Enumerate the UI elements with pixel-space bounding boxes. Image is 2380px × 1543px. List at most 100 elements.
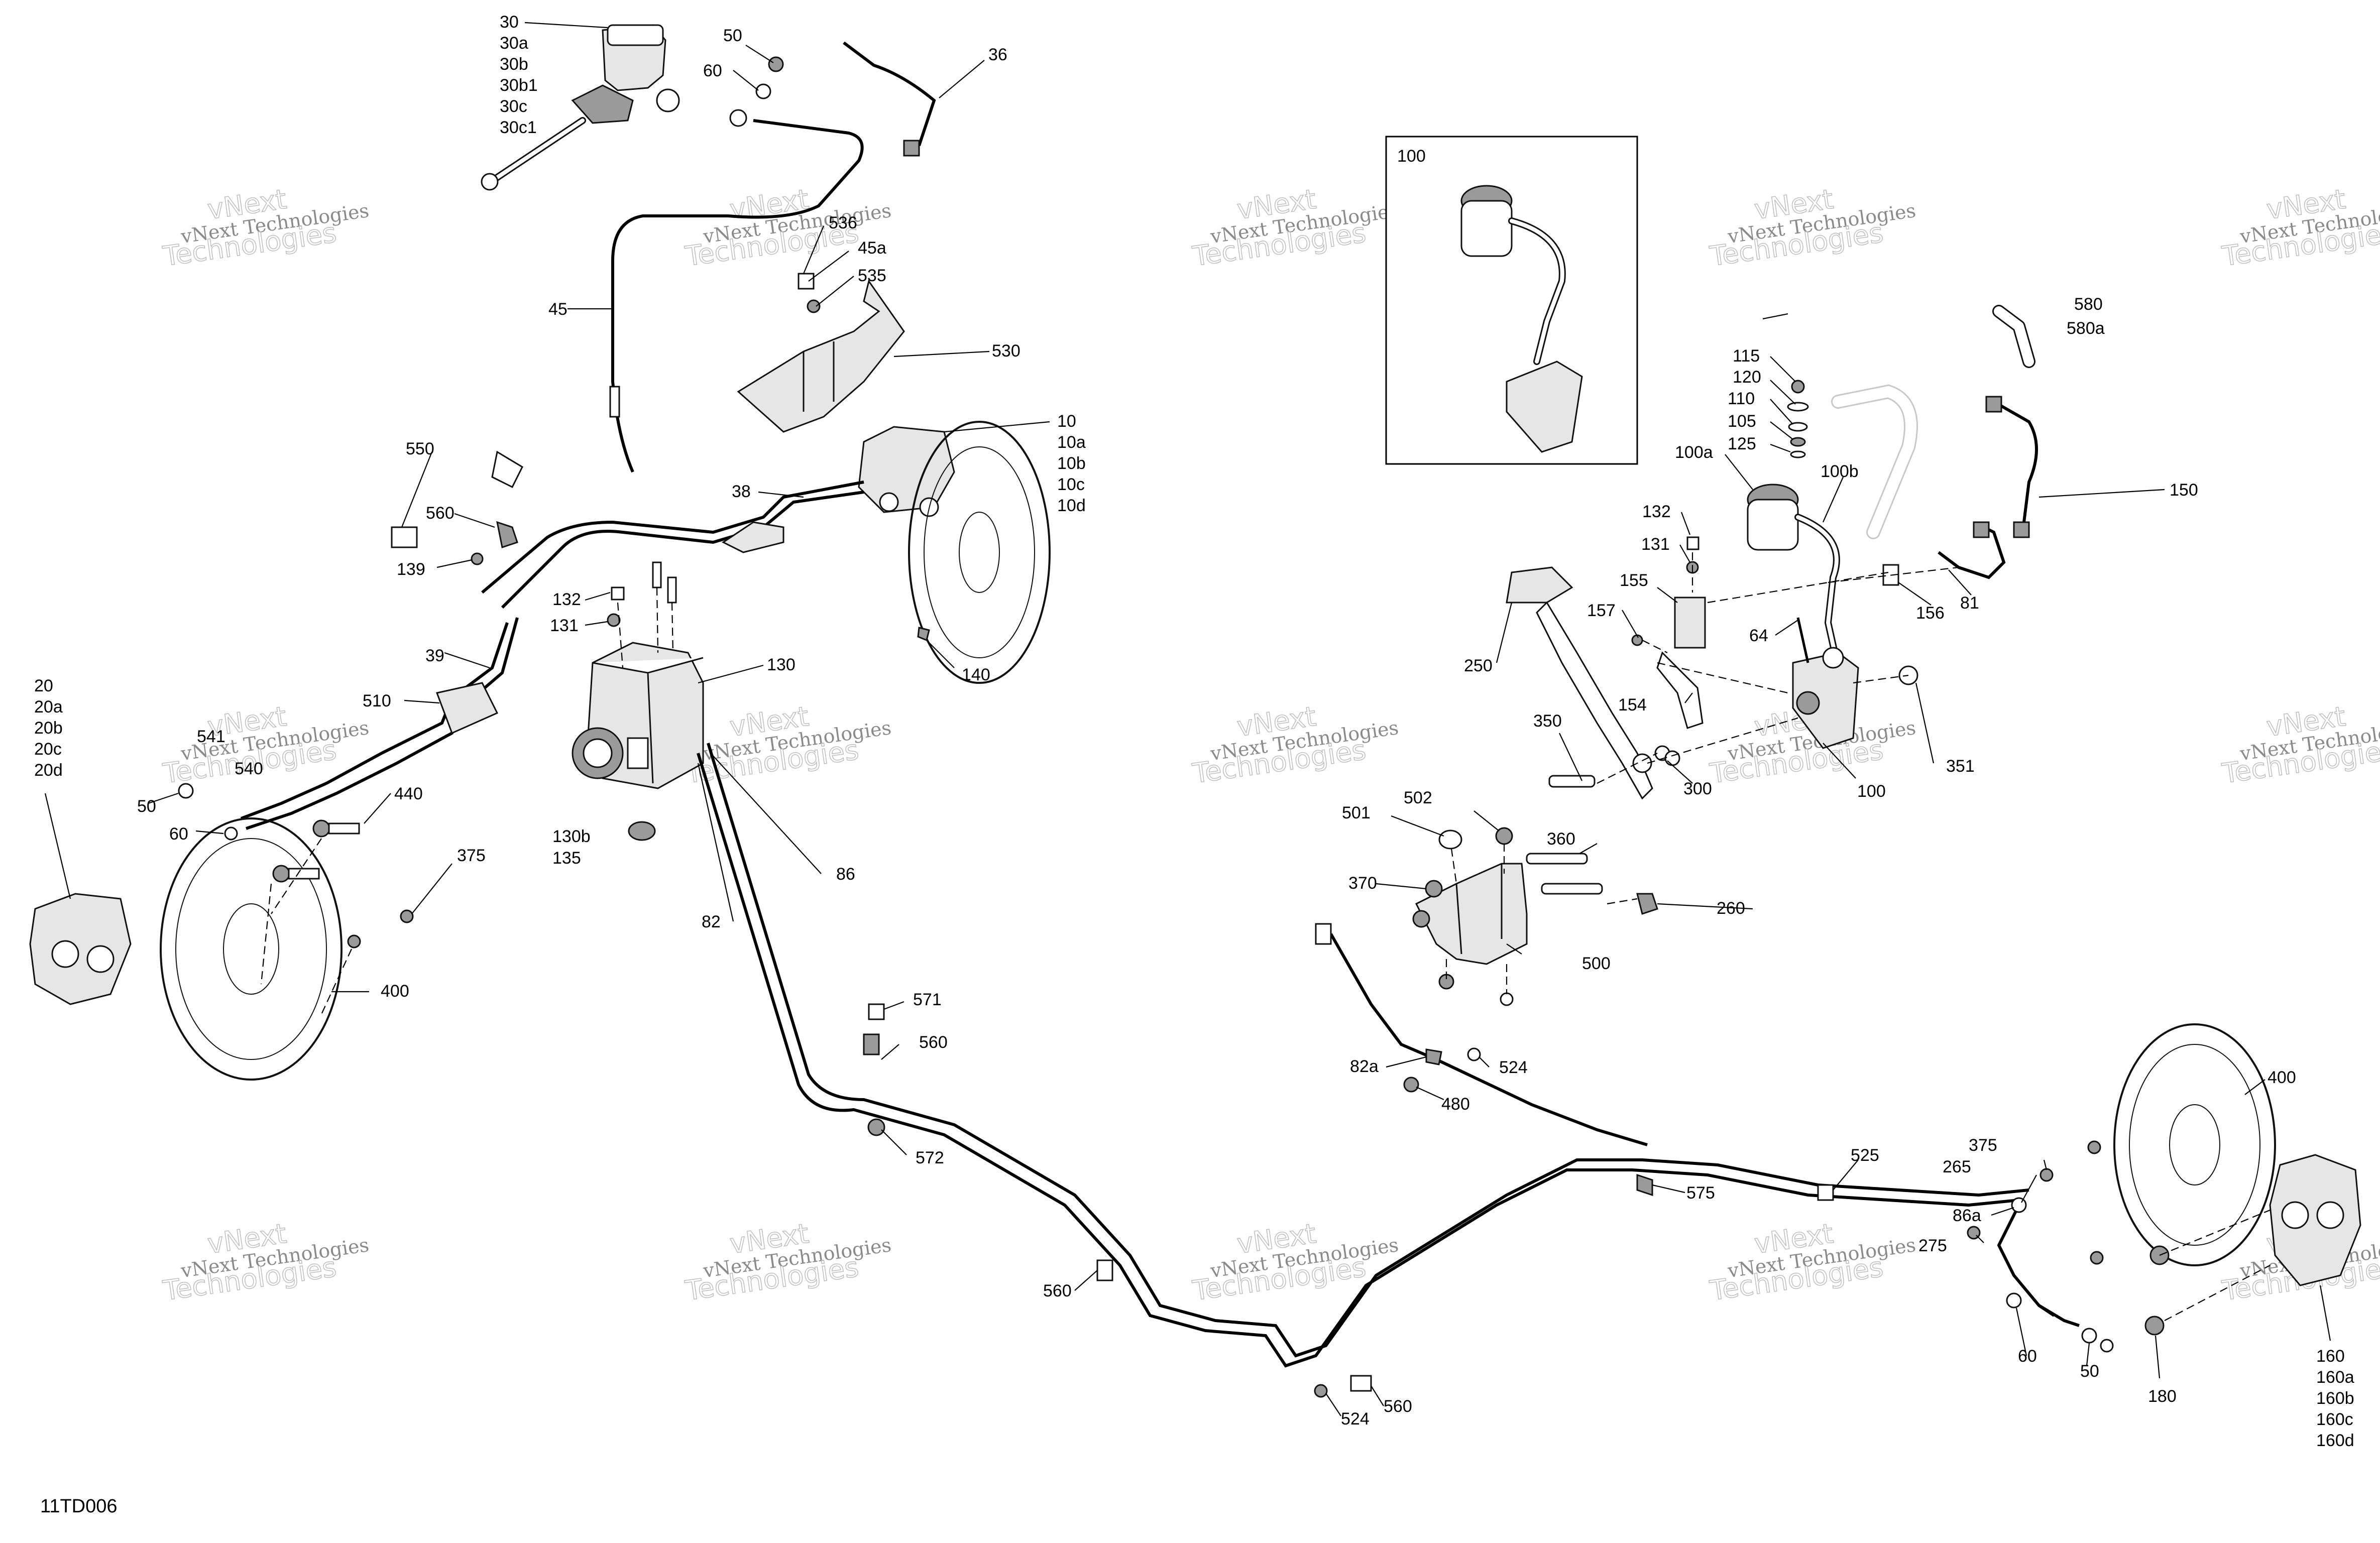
switch-155 xyxy=(1674,597,1706,649)
master-cylinder xyxy=(481,24,680,191)
clamp-560 xyxy=(496,521,518,548)
callout: 39 xyxy=(425,646,444,665)
callout-labels: 30 30a 30b 30b1 30c 30c1 50 60 36 45 536… xyxy=(34,13,2354,1450)
callout: 45 xyxy=(548,300,568,319)
bolt-360-a xyxy=(1526,853,1588,865)
callout: 36 xyxy=(988,45,1007,64)
bolt-524-mid xyxy=(1467,1047,1481,1061)
callout: 132 xyxy=(1642,502,1671,521)
callout: 20c xyxy=(34,740,62,759)
callout: 81 xyxy=(1960,594,1979,613)
callout: 580a xyxy=(2067,319,2105,338)
nut-572 xyxy=(867,1118,885,1136)
callout: 375 xyxy=(457,846,486,865)
front-right-caliper xyxy=(858,426,955,517)
callout: 571 xyxy=(913,990,942,1009)
front-left-disc xyxy=(160,817,343,1081)
callout: 135 xyxy=(552,849,581,868)
callout: 110 xyxy=(1728,389,1755,408)
callout: 10a xyxy=(1057,433,1086,452)
bolt-524-low xyxy=(1314,1384,1328,1398)
grommet-130b xyxy=(628,821,656,841)
rear-right-disc xyxy=(2113,1023,2276,1266)
fitting-132 xyxy=(611,586,625,601)
callout: 45a xyxy=(858,239,886,258)
callout: 30b1 xyxy=(500,76,538,95)
fitting-131 xyxy=(607,613,621,627)
callout: 86 xyxy=(836,865,855,884)
fitting-265 xyxy=(2011,1197,2027,1213)
callout: 64 xyxy=(1749,626,1768,645)
callout: 20a xyxy=(34,697,63,717)
callout: 30 xyxy=(500,13,519,32)
bolt-180 xyxy=(2144,1316,2165,1336)
fitting-132-rear xyxy=(1686,536,1699,550)
callout: 20 xyxy=(34,676,53,695)
fitting-60-rear xyxy=(2006,1292,2022,1309)
callout: 150 xyxy=(2170,481,2198,500)
callout: 275 xyxy=(1918,1236,1947,1255)
line-36 xyxy=(843,41,936,146)
clip-525 xyxy=(1817,1184,1834,1201)
callout: 536 xyxy=(829,213,857,232)
callout: 50 xyxy=(2080,1362,2099,1381)
callout: 360 xyxy=(1547,829,1575,849)
clip-571 xyxy=(868,1003,885,1020)
callout: 370 xyxy=(1348,874,1377,893)
watermarks: vNext vNext Technologies Technologies vN… xyxy=(161,183,2380,1307)
callout: 105 xyxy=(1728,412,1756,431)
rear-right-caliper xyxy=(2269,1154,2361,1286)
callout: 160d xyxy=(2316,1431,2354,1450)
callout: 440 xyxy=(394,784,423,803)
line-64 xyxy=(1796,617,1809,663)
callout: 300 xyxy=(1683,779,1712,798)
callout: 156 xyxy=(1916,604,1945,623)
part-260 xyxy=(1636,893,1658,915)
callout: 350 xyxy=(1533,711,1562,731)
clip-510 xyxy=(435,682,499,735)
clip-38 xyxy=(722,521,784,553)
fastener-536 xyxy=(798,273,815,290)
callout: 50 xyxy=(137,797,156,816)
callout: 524 xyxy=(1341,1409,1370,1429)
brake-pedal xyxy=(1506,566,1653,800)
callout: 100b xyxy=(1821,462,1859,481)
watermark: vNext vNext Technologies Technologies xyxy=(1190,700,1400,790)
callout: 82 xyxy=(702,912,721,931)
watermark: vNext vNext Technologies Technologies xyxy=(683,183,893,273)
brake-line-45 xyxy=(611,119,864,473)
watermark: vNext vNext Technologies Technologies xyxy=(683,700,893,790)
callout: 125 xyxy=(1728,434,1756,453)
callout: 130b xyxy=(552,827,591,846)
washer-110 xyxy=(1788,422,1808,432)
abs-module xyxy=(572,642,704,789)
callout: 535 xyxy=(858,266,886,285)
callout: 60 xyxy=(169,824,188,844)
callout: 20d xyxy=(34,761,63,780)
callout: 160c xyxy=(2316,1410,2353,1429)
brake-line-81 xyxy=(1938,526,2006,579)
bolt-139 xyxy=(471,552,484,565)
watermark: vNext vNext Technologies Technologies xyxy=(1190,183,1400,273)
callout: 60 xyxy=(2018,1347,2037,1366)
nut-140 xyxy=(917,627,930,642)
fitting-82a xyxy=(1425,1048,1442,1065)
callout: 10d xyxy=(1057,496,1086,515)
bolt-440 xyxy=(312,819,330,838)
brake-line-82 xyxy=(697,753,2019,1368)
clip-560-mid xyxy=(1096,1259,1113,1281)
watermark: vNext vNext Technologies Technologies xyxy=(161,1217,371,1307)
bolt-375-rear xyxy=(2039,1168,2054,1182)
callout: 510 xyxy=(363,691,391,710)
callout: 260 xyxy=(1717,899,1745,918)
callout: 139 xyxy=(397,560,425,579)
reservoir-100a xyxy=(1747,484,1842,671)
callout: 10c xyxy=(1057,475,1085,494)
nut-370-a xyxy=(1425,880,1443,898)
callout: 60 xyxy=(703,61,722,80)
callout: 560 xyxy=(1043,1281,1072,1300)
callout: 120 xyxy=(1733,368,1761,387)
nut-370-b xyxy=(1412,910,1430,928)
washer-120 xyxy=(1787,402,1809,412)
fitting-50-left xyxy=(178,783,194,799)
